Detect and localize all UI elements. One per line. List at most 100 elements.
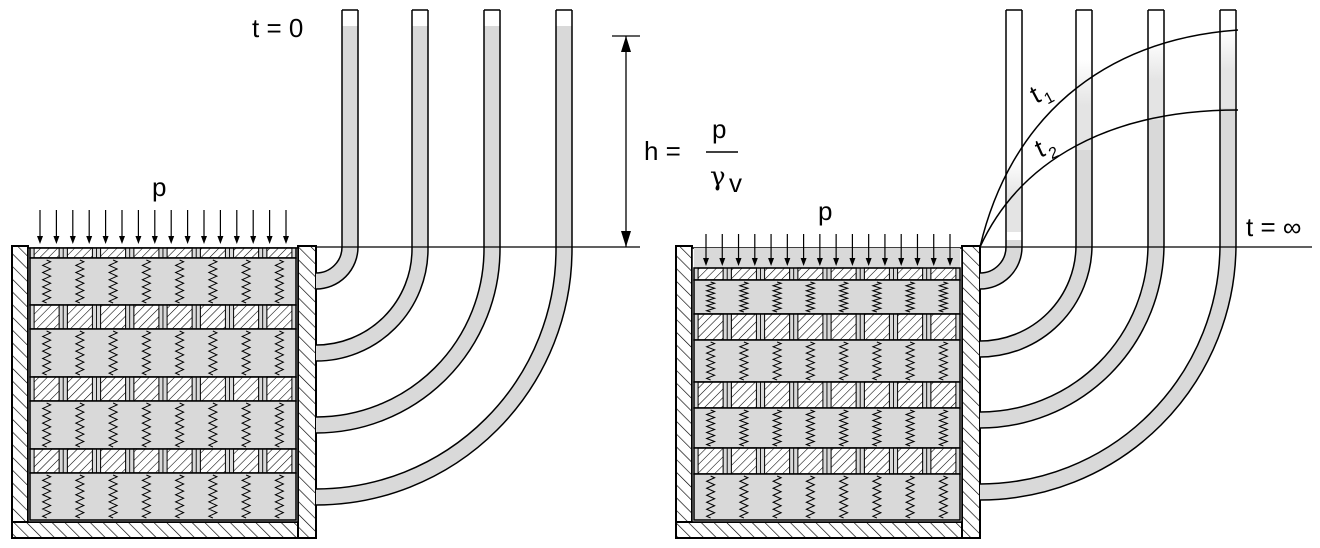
- piston-hole: [822, 267, 828, 281]
- tube-outer-wall: [979, 10, 1093, 358]
- piston-hole: [793, 447, 799, 475]
- piston-block: [99, 304, 127, 330]
- left-piston-top: [29, 247, 297, 259]
- piston-hole: [229, 376, 234, 402]
- piston-hole: [96, 304, 101, 330]
- piston-hole: [756, 381, 761, 409]
- piston-hole: [889, 313, 894, 341]
- spring: [904, 409, 916, 447]
- piston-block: [830, 447, 857, 475]
- piston-hole: [191, 448, 197, 474]
- spring: [274, 402, 285, 448]
- spring: [871, 409, 883, 447]
- load-arrow-head: [833, 258, 840, 266]
- left-wall-left: [11, 245, 29, 539]
- piston-block: [896, 447, 924, 475]
- piston-hole: [926, 381, 932, 409]
- load-arrow-head: [168, 236, 175, 244]
- spring: [838, 409, 850, 447]
- piston-hole: [158, 448, 164, 474]
- piston-hole: [826, 313, 832, 341]
- piston-block: [66, 247, 94, 259]
- right-tube-transient-1: [1007, 160, 1021, 232]
- spring: [904, 281, 916, 313]
- chamber-water: [29, 257, 297, 306]
- spring: [838, 475, 849, 519]
- spring: [704, 281, 717, 313]
- piston-hole: [129, 247, 135, 259]
- piston-hole: [225, 247, 230, 259]
- right-tube-transient-3: [1149, 40, 1163, 120]
- right-load-label: p: [818, 196, 832, 226]
- piston-block: [830, 267, 857, 281]
- load-arrow-head: [735, 258, 742, 266]
- piston-hole: [793, 381, 799, 409]
- piston-block: [797, 267, 824, 281]
- spring: [274, 330, 285, 376]
- piston-hole: [158, 304, 164, 330]
- spring: [738, 281, 750, 313]
- spring: [274, 259, 285, 304]
- spring: [74, 330, 86, 376]
- piston-block: [863, 267, 891, 281]
- piston-block: [33, 304, 60, 330]
- spring: [838, 341, 849, 381]
- spring: [240, 474, 252, 519]
- left-layers: [29, 247, 297, 521]
- spring: [174, 330, 185, 376]
- spring: [738, 475, 750, 519]
- spring: [904, 475, 916, 519]
- spring: [805, 475, 816, 519]
- spring: [107, 402, 119, 448]
- spring: [174, 402, 185, 448]
- piston-block: [266, 247, 293, 259]
- piston-hole: [225, 304, 230, 330]
- left-chamber-2: [29, 328, 297, 378]
- spring: [240, 330, 252, 376]
- piston-hole: [760, 267, 765, 281]
- left-chamber-4: [29, 472, 297, 521]
- load-arrow-head: [151, 236, 158, 244]
- piston-hole: [96, 376, 101, 402]
- piston-hole: [822, 381, 828, 409]
- piston-block: [199, 448, 227, 474]
- piston-hole: [922, 447, 928, 475]
- piston-block: [930, 313, 957, 341]
- piston-hole: [129, 448, 135, 474]
- piston-hole: [158, 247, 164, 259]
- tube-outer-wall: [979, 10, 1237, 501]
- piston-block: [797, 381, 824, 409]
- chamber-water: [693, 407, 961, 449]
- piston-hole: [158, 376, 164, 402]
- piston-block: [266, 376, 293, 402]
- load-arrow-head: [947, 258, 953, 266]
- piston-hole: [756, 313, 761, 341]
- tube-inner-wall: [315, 10, 343, 274]
- spring: [771, 281, 783, 313]
- spring: [937, 409, 949, 447]
- piezometer-tubes: [315, 9, 1237, 506]
- piston-hole: [756, 267, 761, 281]
- spring: [74, 259, 86, 304]
- piston-hole: [826, 267, 832, 281]
- piston-block: [199, 376, 227, 402]
- piston-hole: [859, 267, 865, 281]
- left-piston-3: [29, 448, 297, 474]
- spring: [705, 475, 716, 519]
- piston-hole: [258, 304, 264, 330]
- head-formula-lhs: h =: [644, 136, 681, 166]
- piston-hole: [926, 267, 932, 281]
- piston-hole: [195, 448, 201, 474]
- piston-block: [166, 247, 193, 259]
- spring: [107, 330, 119, 376]
- spring: [937, 281, 950, 313]
- right-chamber-3: [693, 407, 961, 449]
- piston-hole: [262, 247, 268, 259]
- tube-inner-wall: [315, 10, 557, 490]
- spring: [74, 402, 86, 448]
- chamber-water: [29, 472, 297, 521]
- piston-hole: [162, 304, 168, 330]
- piston-block: [896, 313, 924, 341]
- tube-water: [979, 240, 1022, 289]
